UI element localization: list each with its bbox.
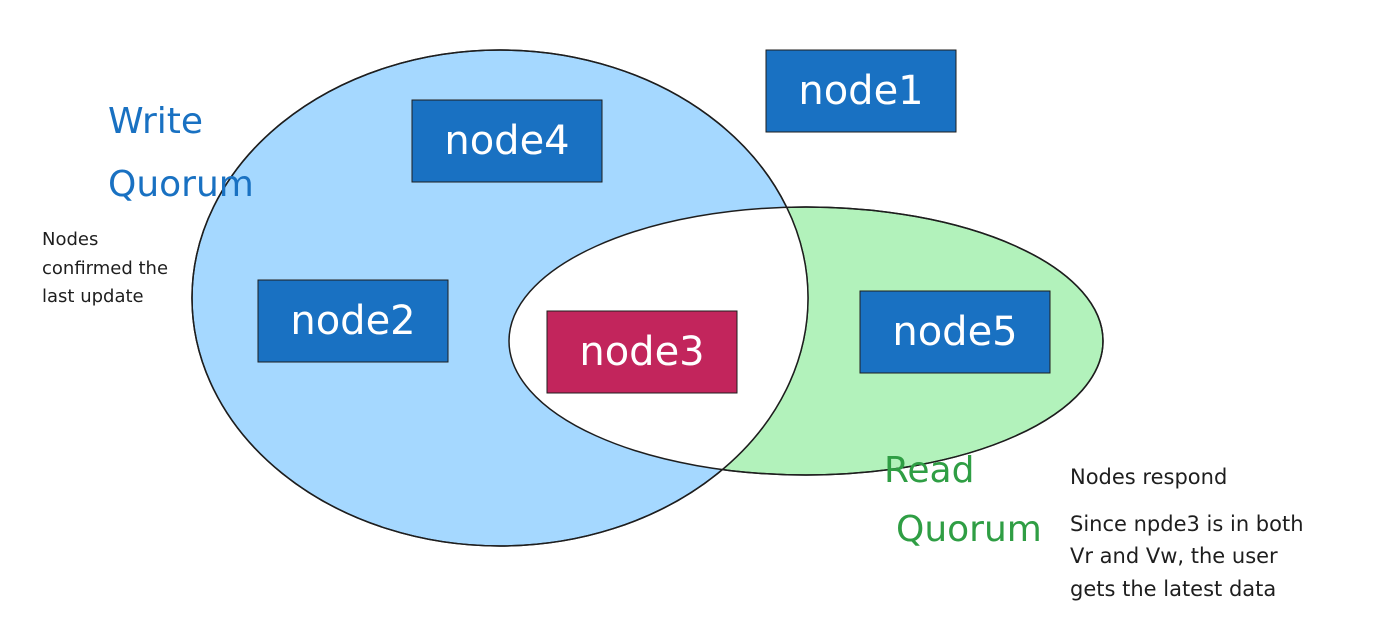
- node1-label: node1: [798, 68, 923, 114]
- write-quorum-title-line2: Quorum: [108, 164, 254, 205]
- read-quorum-note-line2: Vr and Vw, the user: [1070, 544, 1278, 568]
- read-quorum-title-line2: Quorum: [896, 509, 1042, 550]
- write-quorum-note-line1: Nodes: [42, 229, 98, 250]
- node5-label: node5: [892, 309, 1017, 355]
- quorum-intersection: [509, 207, 808, 475]
- node3-box[interactable]: node3: [546, 310, 738, 394]
- read-quorum-note-line3: gets the latest data: [1070, 577, 1276, 601]
- node5-box[interactable]: node5: [859, 290, 1051, 374]
- node1-box[interactable]: node1: [765, 49, 957, 133]
- node4-box[interactable]: node4: [411, 99, 603, 183]
- write-quorum-title-line1: Write: [108, 101, 203, 142]
- node3-label: node3: [579, 329, 704, 375]
- node2-label: node2: [290, 298, 415, 344]
- read-quorum-title-line1: Read: [884, 450, 974, 491]
- node2-box[interactable]: node2: [257, 279, 449, 363]
- write-quorum-note-line3: last update: [42, 286, 144, 307]
- node4-label: node4: [444, 118, 569, 164]
- read-quorum-outline: [508, 206, 1104, 476]
- read-quorum-note-respond: Nodes respond: [1070, 465, 1227, 489]
- write-quorum-note-line2: confirmed the: [42, 258, 168, 279]
- write-quorum-outline: [191, 49, 809, 547]
- read-quorum-note-line1: Since npde3 is in both: [1070, 512, 1304, 536]
